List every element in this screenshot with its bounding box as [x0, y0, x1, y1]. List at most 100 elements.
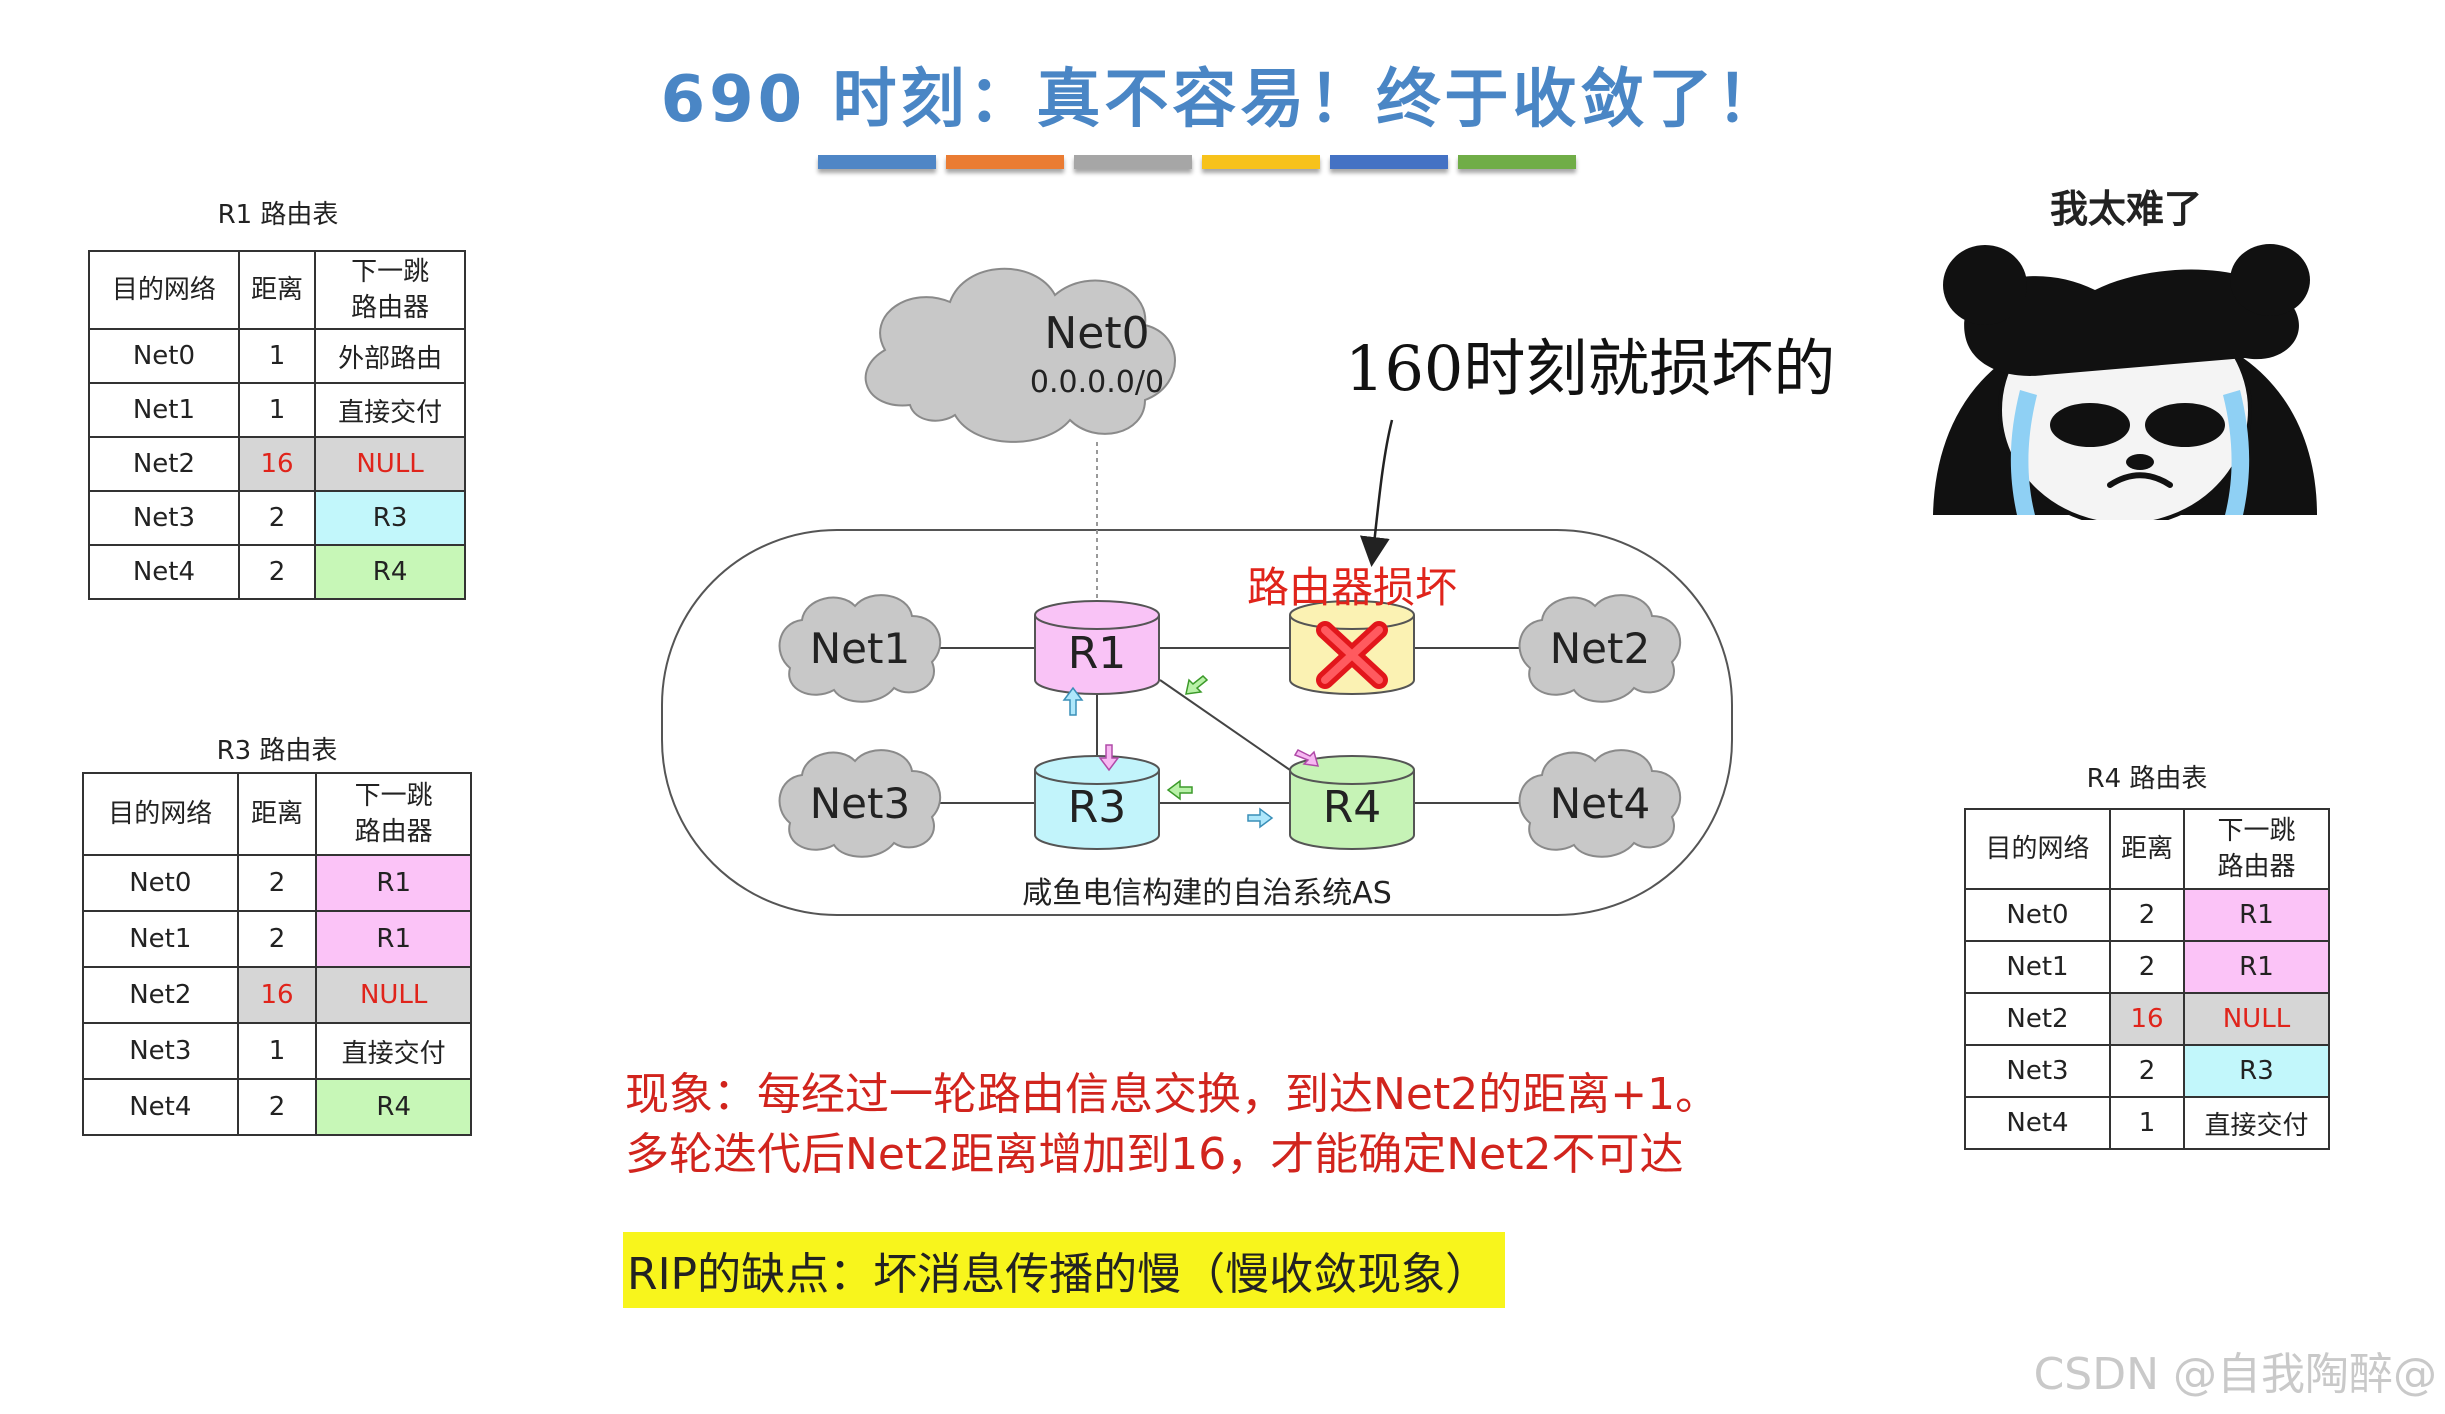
net-cloud-label: Net4	[1550, 779, 1650, 828]
table-cell: R3	[2182, 1044, 2331, 1098]
net0-label: Net0	[1044, 308, 1149, 359]
net-cloud-label: Net3	[810, 779, 910, 828]
table-cell: 直接交付	[314, 382, 466, 438]
table-cell: NULL	[314, 436, 466, 492]
table-cell: Net3	[1963, 1044, 2112, 1098]
phenomenon-line-1: 现象：每经过一轮路由信息交换，到达Net2的距离+1。	[625, 1069, 1720, 1120]
table-cell: 2	[237, 490, 317, 546]
table-cell: Net4	[82, 1078, 239, 1136]
net0-address: 0.0.0.0/0	[1030, 365, 1164, 400]
table-header-cell: 目的网络	[1963, 808, 2112, 890]
table-cell: Net4	[88, 544, 240, 600]
color-bar	[1330, 155, 1448, 169]
router-r3-label: R3	[1068, 782, 1127, 833]
annotation-arrow	[1359, 419, 1394, 567]
table-cell: 16	[2109, 992, 2185, 1046]
table-cell: Net1	[88, 382, 240, 438]
table-cell: 2	[2109, 1044, 2185, 1098]
router-r1-label: R1	[1068, 628, 1127, 679]
table-header-cell: 距离	[236, 772, 318, 856]
crying-panda-meme-image	[1925, 240, 2325, 520]
net-cloud	[1518, 594, 1682, 703]
as-boundary	[661, 529, 1733, 916]
table-cell: R4	[315, 1078, 472, 1136]
table-cell: R1	[2182, 940, 2331, 994]
net0-cloud	[864, 267, 1176, 443]
table-cell: R1	[315, 854, 472, 912]
net-cloud	[1518, 749, 1682, 858]
r3-table-caption: R3 路由表	[216, 736, 338, 766]
color-bar	[1074, 155, 1192, 169]
table-header-cell: 下一跳路由器	[315, 772, 472, 856]
table-cell: 16	[236, 966, 318, 1024]
color-bar	[946, 155, 1064, 169]
table-cell: Net2	[88, 436, 240, 492]
table-cell: 2	[236, 854, 318, 912]
table-cell: 1	[236, 1022, 318, 1080]
table-header-cell: 目的网络	[82, 772, 239, 856]
as-label: 咸鱼电信构建的自治系统AS	[1022, 876, 1392, 911]
router-r4-label: R4	[1323, 782, 1382, 833]
table-header-row: 目的网络距离下一跳路由器	[1963, 808, 2331, 890]
table-cell: 外部路由	[314, 328, 466, 384]
table-cell: Net3	[82, 1022, 239, 1080]
color-bar	[818, 155, 936, 169]
table-header-cell: 距离	[2109, 808, 2185, 890]
table-cell: 2	[237, 544, 317, 600]
broken-x-icon	[1316, 621, 1388, 689]
table-cell: 2	[236, 910, 318, 968]
table-cell: Net1	[82, 910, 239, 968]
table-cell: 直接交付	[2182, 1096, 2331, 1150]
table-cell: Net3	[88, 490, 240, 546]
broken-router-label: 路由器损坏	[1247, 563, 1457, 612]
table-cell: Net0	[82, 854, 239, 912]
table-header-cell: 目的网络	[88, 250, 240, 330]
net-cloud-label: Net1	[810, 624, 910, 673]
table-header-row: 目的网络距离下一跳路由器	[82, 772, 472, 856]
r4-table-caption: R4 路由表	[2086, 764, 2208, 794]
router-r4	[1289, 755, 1415, 850]
update-arrow-icons	[1062, 674, 1320, 829]
table-cell: 直接交付	[315, 1022, 472, 1080]
table-cell: 2	[236, 1078, 318, 1136]
table-header-cell: 下一跳路由器	[314, 250, 466, 330]
table-cell: 16	[237, 436, 317, 492]
router-r1	[1034, 600, 1160, 695]
table-cell: NULL	[2182, 992, 2331, 1046]
net-cloud	[778, 749, 942, 858]
table-cell: Net1	[1963, 940, 2112, 994]
page-title: 690 时刻：真不容易！终于收敛了！	[660, 63, 1785, 137]
table-cell: 1	[237, 328, 317, 384]
r1-table-caption: R1 路由表	[217, 200, 339, 230]
net-cloud	[778, 594, 942, 703]
color-bars	[818, 155, 1576, 169]
table-cell: 1	[2109, 1096, 2185, 1150]
table-cell: NULL	[315, 966, 472, 1024]
table-cell: 1	[237, 382, 317, 438]
table-header-row: 目的网络距离下一跳路由器	[88, 250, 466, 330]
table-cell: R1	[2182, 888, 2331, 942]
rip-drawback-note: RIP的缺点：坏消息传播的慢（慢收敛现象）	[623, 1232, 1506, 1308]
meme-caption: 我太难了	[2050, 187, 2203, 231]
net-cloud-label: Net2	[1550, 624, 1650, 673]
table-cell: Net0	[88, 328, 240, 384]
table-cell: Net2	[1963, 992, 2112, 1046]
table-cell: Net2	[82, 966, 239, 1024]
